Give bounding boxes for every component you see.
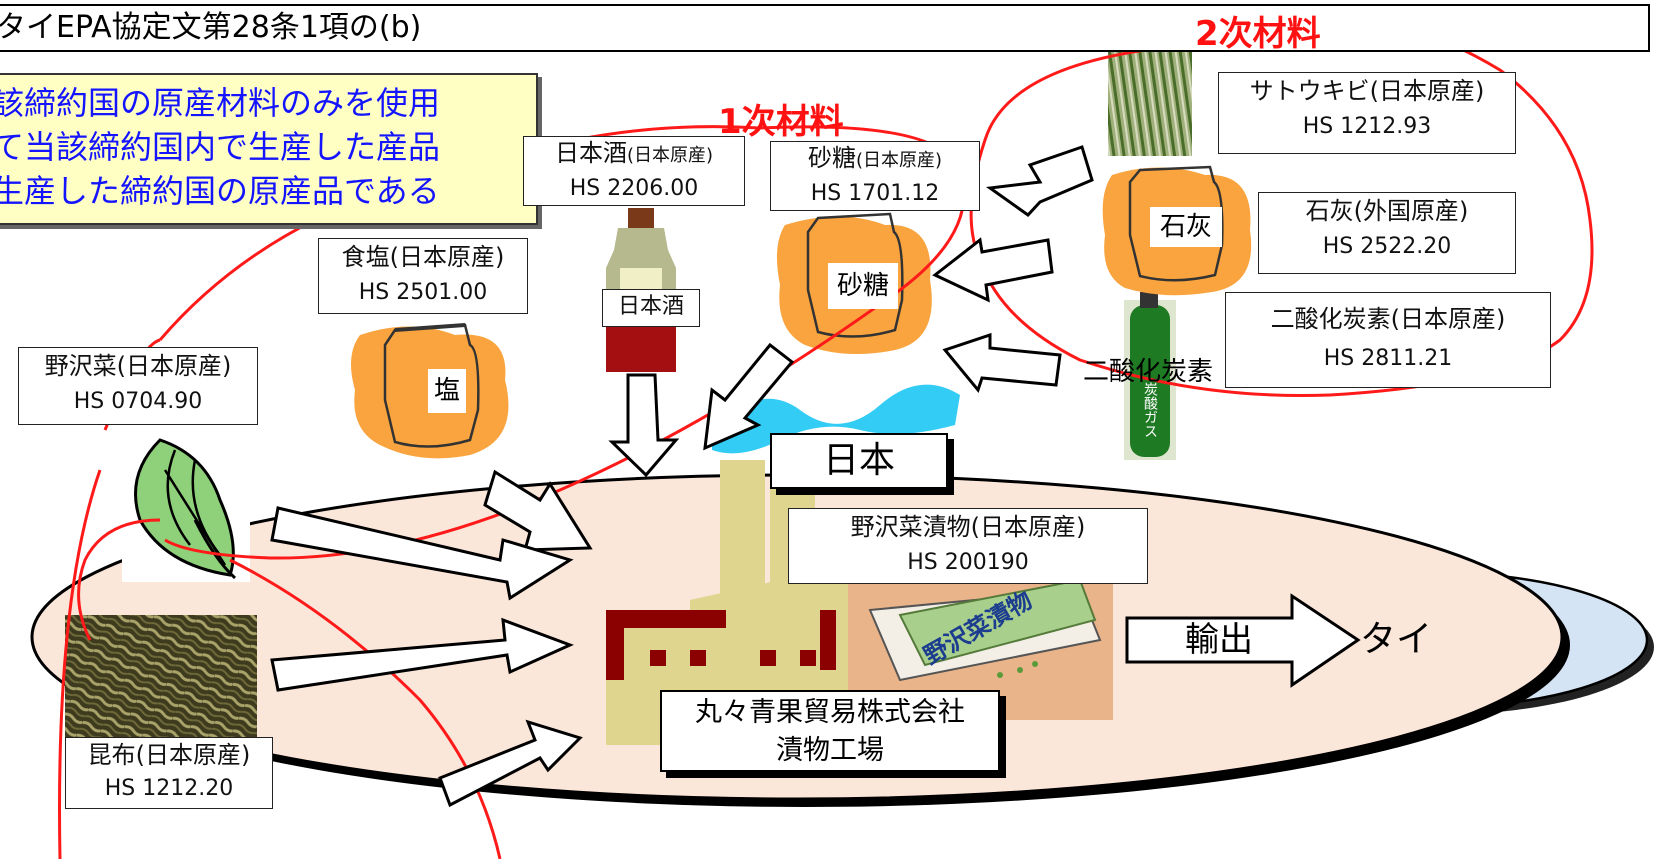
sugar-label-box: 砂糖(日本原産) HS 1701.12 (770, 141, 980, 211)
export-arrow (1125, 593, 1361, 688)
japan-label: 日本 (770, 433, 948, 489)
product-hs: HS 200190 (907, 550, 1029, 575)
page-title-text: タイEPA協定文第28条1項の(b) (0, 10, 422, 45)
salt-label-box: 食塩(日本原産) HS 2501.00 (318, 238, 528, 314)
factory-company: 丸々青果貿易株式会社 (695, 697, 965, 728)
kombu-label-box: 昆布(日本原産) HS 1212.20 (65, 737, 273, 809)
rule-note: 該締約国の原産材料のみを使用 て当該締約国内で生産した産品 生産した締約国の原産… (0, 73, 538, 225)
sake-label-box: 日本酒(日本原産) HS 2206.00 (523, 136, 745, 206)
sake-name: 日本酒 (554, 139, 627, 167)
nozawana-hs: HS 0704.90 (73, 389, 203, 414)
sugarcane-name: サトウキビ(日本原産) (1249, 77, 1485, 105)
secondary-materials-label: 2次材料 (1195, 14, 1321, 54)
thailand-label: タイ (1360, 619, 1433, 660)
sake-icon-label: 日本酒 (602, 289, 700, 327)
rule-note-line-3: 生産した締約国の原産品である (0, 172, 440, 210)
sugar-name: 砂糖 (807, 144, 856, 172)
flow-arrows (270, 145, 1361, 808)
kombu-name: 昆布(日本原産) (87, 741, 251, 769)
rule-note-line-1: 該締約国の原産材料のみを使用 (0, 84, 441, 122)
rule-note-line-2: て当該締約国内で生産した産品 (0, 128, 441, 166)
nozawana-label-box: 野沢菜(日本原産) HS 0704.90 (18, 347, 258, 425)
salt-hs: HS 2501.00 (358, 280, 488, 305)
lime-name: 石灰(外国原産) (1305, 197, 1469, 225)
factory-label: 丸々青果貿易株式会社 漬物工場 (660, 690, 1000, 772)
product-name: 野沢菜漬物(日本原産) (850, 513, 1086, 541)
export-label: 輸出 (1185, 620, 1253, 660)
salt-name: 食塩(日本原産) (341, 243, 505, 271)
primary-materials-label: 1次材料 (718, 102, 844, 142)
salt-icon-label: 塩 (428, 369, 466, 413)
nozawana-name: 野沢菜(日本原産) (44, 352, 232, 380)
sugarcane-image (1108, 50, 1192, 156)
co2-icon-label: 二酸化炭素 (1082, 357, 1213, 387)
lime-icon-label: 石灰 (1150, 207, 1222, 247)
co2-name: 二酸化炭素(日本原産) (1270, 305, 1506, 333)
cylinder-text: 炭酸ガス (1142, 382, 1158, 438)
lime-hs: HS 2522.20 (1322, 234, 1452, 259)
sake-hs: HS 2206.00 (569, 176, 699, 201)
sugarcane-hs: HS 1212.93 (1302, 114, 1432, 139)
sake-origin: (日本原産) (626, 145, 714, 166)
co2-label-box: 二酸化炭素(日本原産) HS 2811.21 (1225, 292, 1551, 388)
page-title: タイEPA協定文第28条1項の(b) (0, 4, 1650, 52)
co2-hs: HS 2811.21 (1323, 346, 1453, 371)
sugar-icon-label: 砂糖 (828, 263, 898, 309)
lime-label-box: 石灰(外国原産) HS 2522.20 (1258, 192, 1516, 274)
sugar-hs: HS 1701.12 (810, 181, 940, 206)
sake-icon-label-text: 日本酒 (617, 294, 684, 319)
sugar-origin: (日本原産) (855, 150, 943, 171)
factory-plant: 漬物工場 (776, 735, 884, 766)
product-label-box: 野沢菜漬物(日本原産) HS 200190 (788, 508, 1148, 584)
japan-label-text: 日本 (822, 440, 895, 481)
kombu-image (65, 615, 257, 740)
sugarcane-label-box: サトウキビ(日本原産) HS 1212.93 (1218, 72, 1516, 154)
kombu-hs: HS 1212.20 (104, 776, 234, 801)
arrow-sugarcane-to-sugar (985, 145, 1094, 217)
